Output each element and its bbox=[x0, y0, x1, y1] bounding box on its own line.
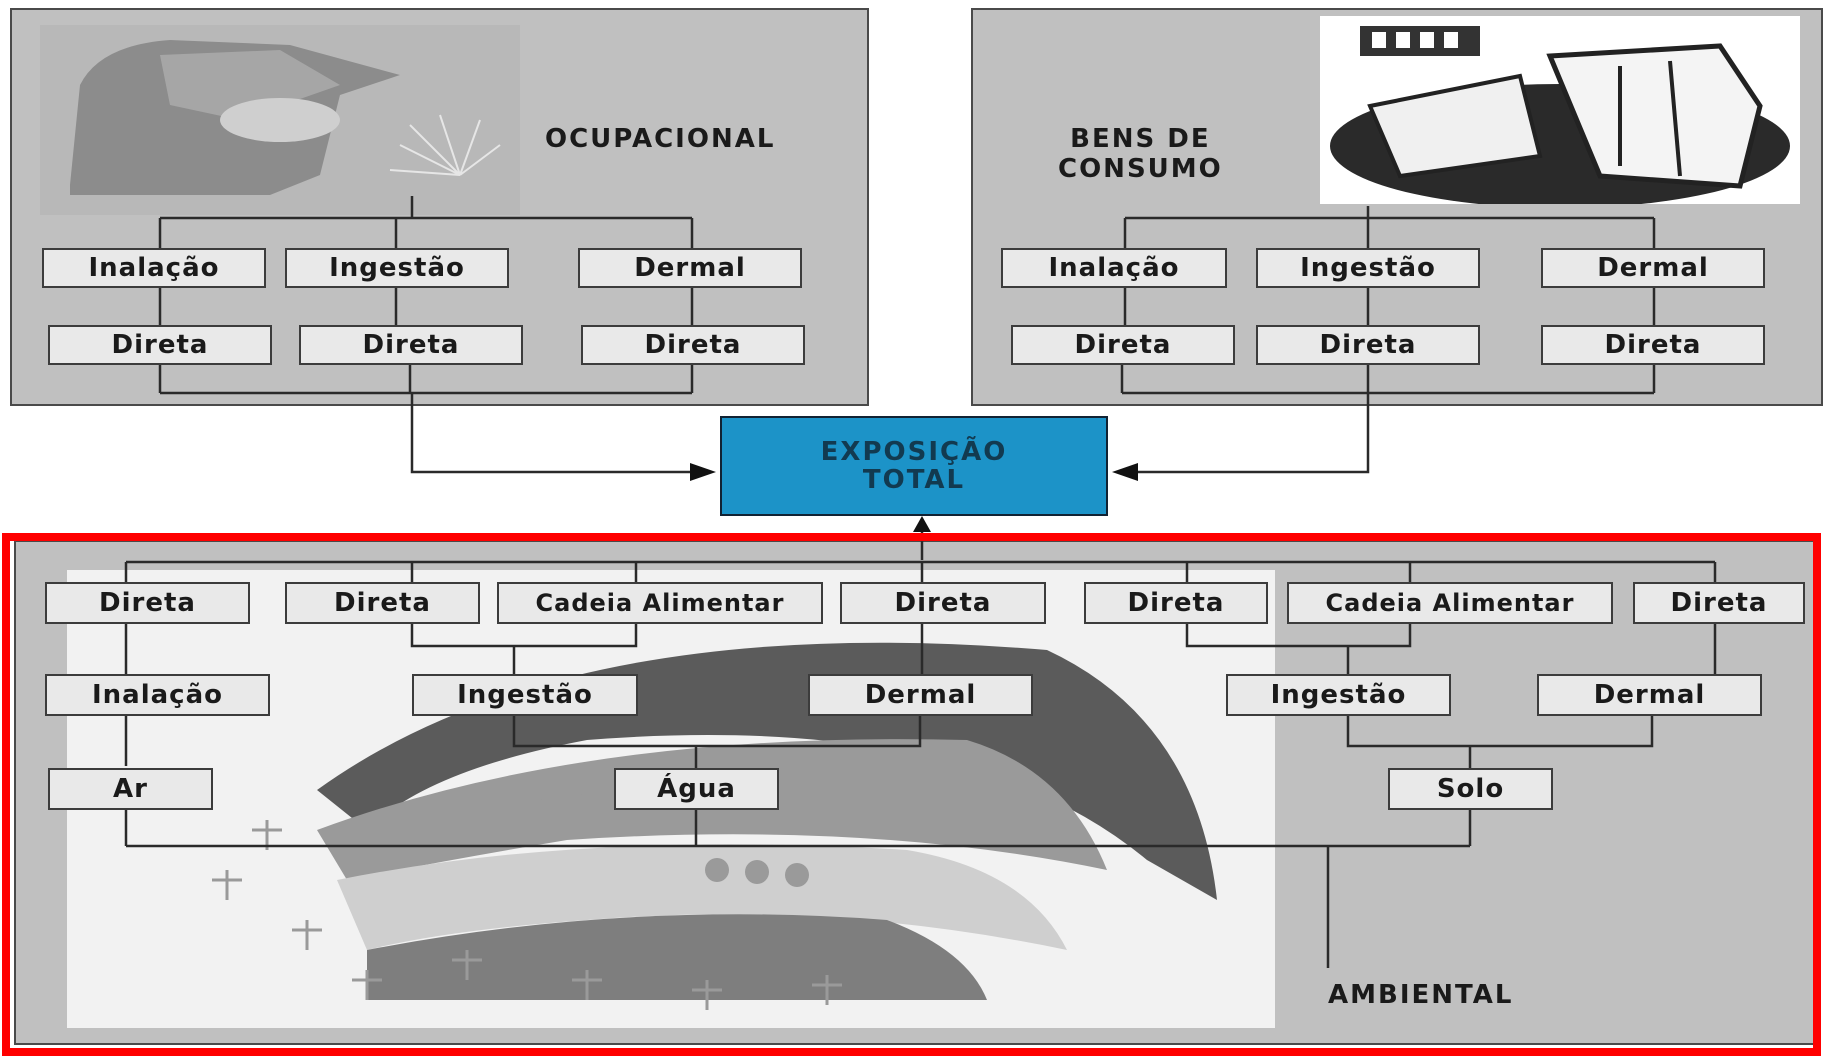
total-exposure-box: EXPOSIÇÃO TOTAL bbox=[720, 416, 1108, 516]
total-exposure-line2: TOTAL bbox=[863, 466, 965, 494]
environmental-pathway-direct-5: Direta bbox=[1633, 582, 1805, 624]
environmental-route-inhalation: Inalação bbox=[45, 674, 270, 716]
environmental-pathway-direct-4: Direta bbox=[1084, 582, 1268, 624]
environmental-medium-air: Ar bbox=[48, 768, 213, 810]
total-exposure-line1: EXPOSIÇÃO bbox=[821, 438, 1008, 466]
occupational-contact-direct-3: Direta bbox=[581, 325, 805, 365]
occupational-route-ingestion: Ingestão bbox=[285, 248, 509, 288]
consumer-title: BENS DE CONSUMO bbox=[1058, 124, 1223, 184]
consumer-route-dermal: Dermal bbox=[1541, 248, 1765, 288]
consumer-contact-direct-1: Direta bbox=[1011, 325, 1235, 365]
environmental-route-dermal-1: Dermal bbox=[808, 674, 1033, 716]
environmental-pathway-direct-3: Direta bbox=[840, 582, 1046, 624]
consumer-contact-direct-3: Direta bbox=[1541, 325, 1765, 365]
consumer-title-line1: BENS DE bbox=[1058, 124, 1223, 154]
environmental-medium-soil: Solo bbox=[1388, 768, 1553, 810]
consumer-title-line2: CONSUMO bbox=[1058, 154, 1223, 184]
occupational-title: OCUPACIONAL bbox=[545, 124, 775, 154]
consumer-contact-direct-2: Direta bbox=[1256, 325, 1480, 365]
environmental-pathway-direct-2: Direta bbox=[285, 582, 480, 624]
environmental-route-ingestion-1: Ingestão bbox=[412, 674, 638, 716]
occupational-route-dermal: Dermal bbox=[578, 248, 802, 288]
environmental-route-dermal-2: Dermal bbox=[1537, 674, 1762, 716]
environmental-route-ingestion-2: Ingestão bbox=[1226, 674, 1451, 716]
environmental-medium-water: Água bbox=[614, 768, 779, 810]
consumer-route-inhalation: Inalação bbox=[1001, 248, 1227, 288]
environmental-pathway-direct-1: Direta bbox=[45, 582, 250, 624]
environmental-pathway-food-chain-2: Cadeia Alimentar bbox=[1287, 582, 1613, 624]
environmental-pathway-food-chain-1: Cadeia Alimentar bbox=[497, 582, 823, 624]
occupational-contact-direct-2: Direta bbox=[299, 325, 523, 365]
occupational-route-inhalation: Inalação bbox=[42, 248, 266, 288]
consumer-route-ingestion: Ingestão bbox=[1256, 248, 1480, 288]
environmental-title: AMBIENTAL bbox=[1328, 980, 1513, 1010]
occupational-contact-direct-1: Direta bbox=[48, 325, 272, 365]
